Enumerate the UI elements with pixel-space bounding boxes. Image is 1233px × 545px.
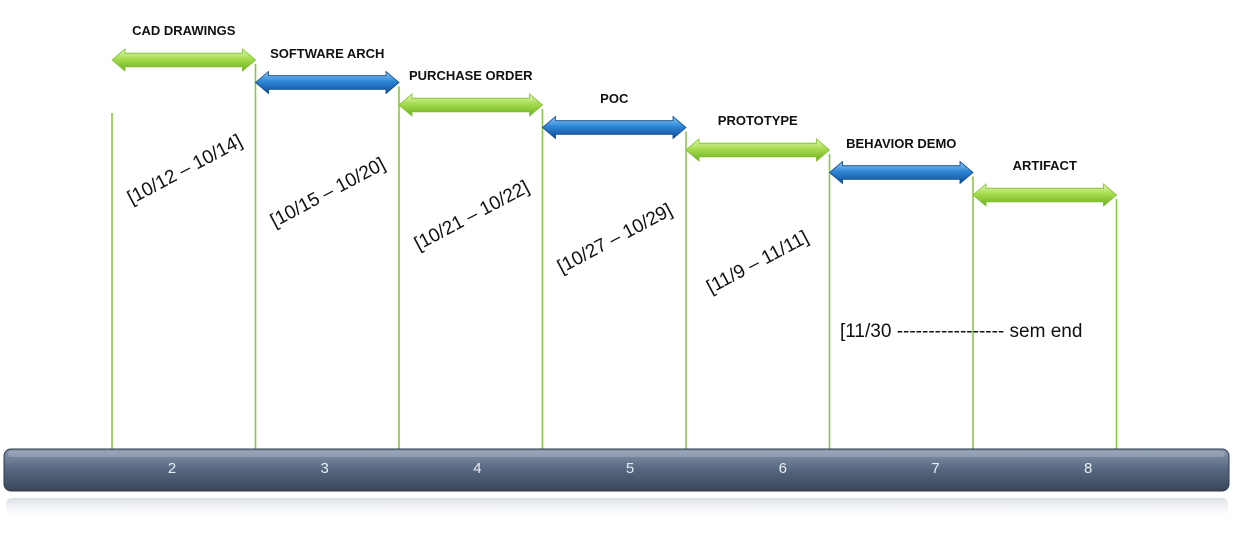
cad-arrow: [111, 48, 257, 72]
week-number-3: 3: [320, 460, 329, 477]
week-bar-highlight: [8, 451, 1225, 457]
week-number-2: 2: [167, 460, 177, 477]
prototype-title: PROTOTYPE: [717, 113, 798, 128]
behavior-title: BEHAVIOR DEMO: [846, 135, 957, 151]
week-number-5: 5: [625, 460, 635, 477]
poc-arrow: [541, 115, 687, 140]
week-bar-body: [3, 448, 1230, 492]
week-number-7: 7: [931, 460, 940, 477]
poc-title: POC: [600, 90, 629, 106]
week-bar: [3, 448, 1230, 520]
prototype-arrow: [685, 138, 831, 162]
behavior-arrow: [828, 160, 974, 185]
week-dividers: [111, 64, 1118, 470]
week-number-4: 4: [473, 460, 482, 477]
cad-title: CAD DRAWINGS: [132, 23, 236, 38]
purchase-arrow: [398, 93, 544, 117]
semester-end-note: [11/30 ----------------- sem end: [840, 321, 1083, 342]
week-bar-reflection: [6, 498, 1228, 520]
artifact-title: ARTIFACT: [1012, 158, 1077, 173]
phase-arrows: [111, 48, 1118, 207]
artifact-arrow: [972, 183, 1118, 207]
software-arrow: [254, 70, 400, 95]
purchase-title: PURCHASE ORDER: [408, 68, 533, 83]
week-number-8: 8: [1084, 460, 1093, 477]
software-title: SOFTWARE ARCH: [270, 45, 385, 61]
week-number-6: 6: [778, 460, 787, 477]
